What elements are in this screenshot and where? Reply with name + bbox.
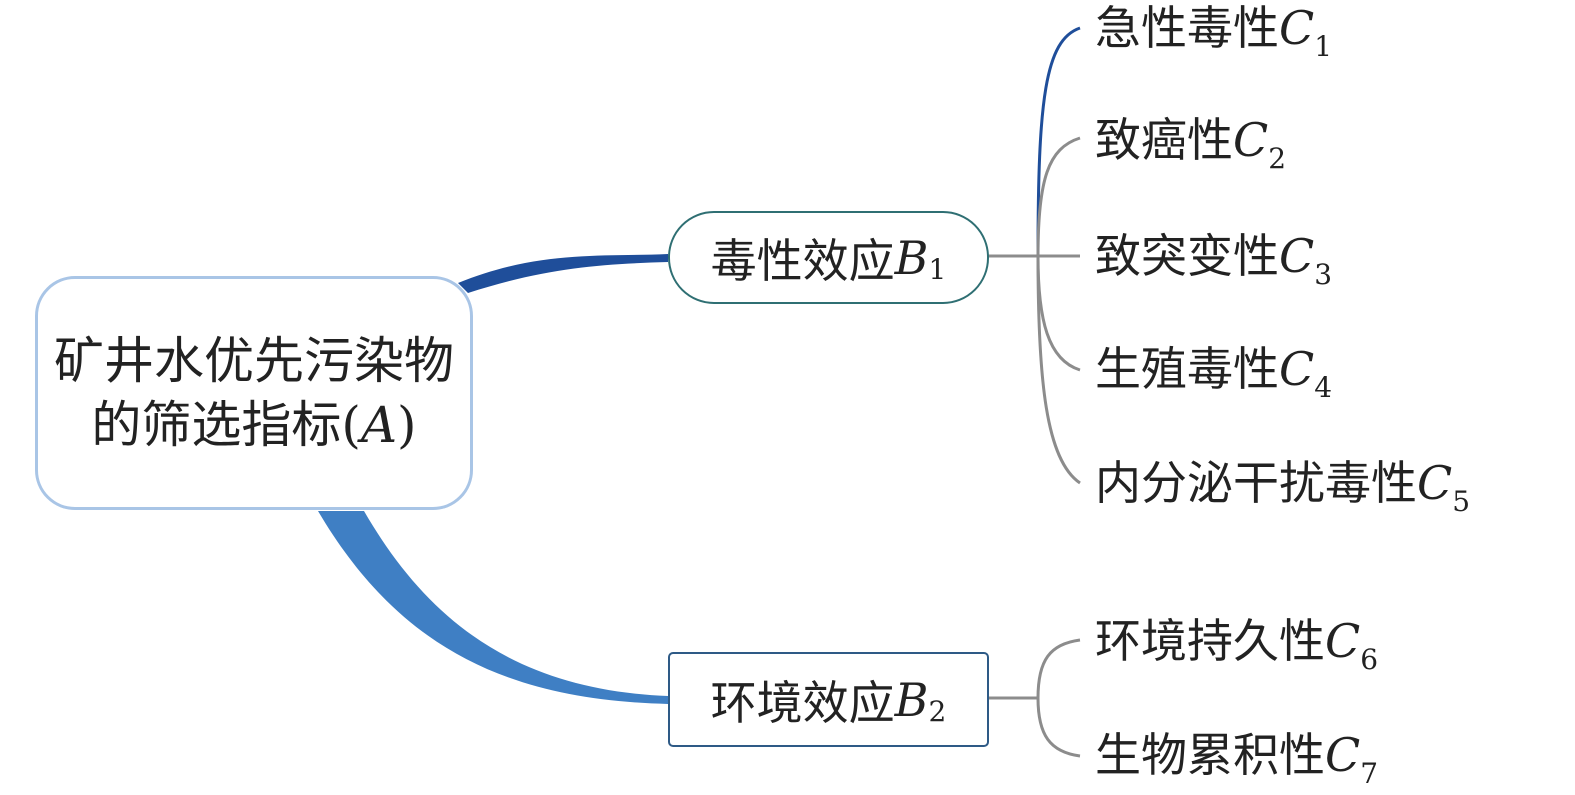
leaf-label: 内分泌干扰毒性 [1095, 456, 1417, 510]
leaf-subscript: 4 [1314, 371, 1333, 404]
branch-label: 环境效应 [710, 675, 895, 730]
leaf-symbol: C [1279, 229, 1315, 283]
branch-label: 毒性效应 [710, 233, 895, 288]
connector-c2 [1036, 136, 1081, 257]
leaf-label: 致癌性 [1095, 113, 1233, 167]
root-to-b2-connector [318, 511, 668, 704]
leaf-label: 致突变性 [1095, 229, 1279, 283]
branch-subscript: 1 [928, 253, 947, 286]
connector-c1 [1036, 26, 1081, 257]
leaf-c7: 生物累积性C7 [1095, 727, 1378, 790]
branch-subscript: 2 [928, 695, 947, 728]
root-line-2-prefix: 的筛选指标( [91, 396, 361, 454]
leaf-symbol: C [1325, 728, 1361, 782]
connector-c6 [1036, 638, 1081, 699]
leaf-c1: 急性毒性C1 [1095, 0, 1332, 63]
leaf-symbol: C [1279, 1, 1315, 55]
leaf-c3: 致突变性C3 [1095, 228, 1332, 291]
leaf-subscript: 7 [1360, 757, 1379, 790]
leaf-c4: 生殖毒性C4 [1095, 341, 1332, 404]
root-line-2: 的筛选指标(A) [91, 393, 416, 457]
connector-c4 [1036, 255, 1081, 372]
b2-leaf-connectors [989, 638, 1081, 758]
branch-symbol: B [894, 230, 929, 285]
leaf-symbol: C [1233, 113, 1269, 167]
connector-c7 [1036, 697, 1081, 758]
leaf-subscript: 6 [1360, 643, 1379, 676]
leaf-c2: 致癌性C2 [1095, 112, 1286, 175]
leaf-label: 生殖毒性 [1095, 342, 1279, 396]
root-line-2-suffix: ) [397, 396, 417, 454]
leaf-symbol: C [1279, 342, 1315, 396]
leaf-symbol: C [1417, 456, 1453, 510]
leaf-subscript: 1 [1314, 30, 1333, 63]
root-to-b1-connector [458, 254, 668, 293]
b1-leaf-connectors [989, 26, 1081, 485]
leaf-subscript: 3 [1314, 258, 1333, 291]
root-symbol: A [360, 396, 398, 454]
leaf-label: 生物累积性 [1095, 728, 1325, 782]
leaf-label: 急性毒性 [1095, 1, 1279, 55]
leaf-subscript: 2 [1268, 142, 1287, 175]
leaf-c6: 环境持久性C6 [1095, 613, 1378, 676]
root-node: 矿井水优先污染物 的筛选指标(A) [35, 276, 473, 510]
leaf-c5: 内分泌干扰毒性C5 [1095, 455, 1470, 518]
connector-c5 [1036, 255, 1081, 485]
branch-symbol: B [894, 672, 929, 727]
leaf-subscript: 5 [1452, 485, 1471, 518]
leaf-symbol: C [1325, 614, 1361, 668]
leaf-label: 环境持久性 [1095, 614, 1325, 668]
root-line-1: 矿井水优先污染物 [54, 332, 454, 390]
